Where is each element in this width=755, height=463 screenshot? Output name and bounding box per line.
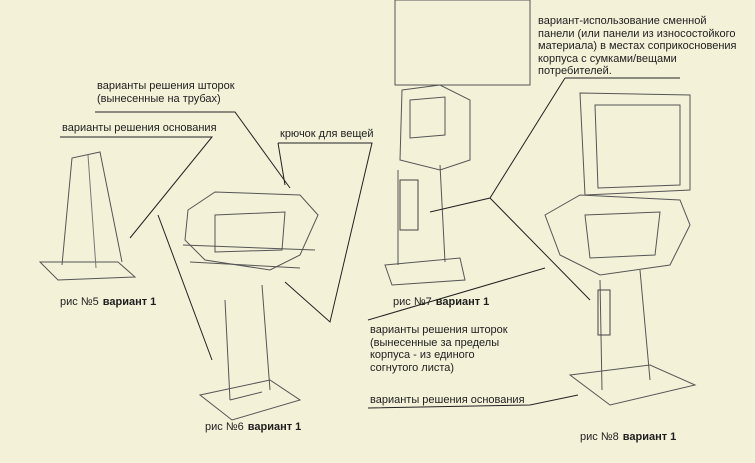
figure-number: рис №6 [205,421,244,433]
note-base-bottom: варианты решения основания [370,394,525,406]
note-shutters-sheet: варианты решения шторок (вынесенные за п… [370,324,508,374]
figure-variant: вариант 1 [622,431,677,443]
kiosk-sketch-fig8 [544,92,697,406]
kiosk-sketch-fig7 [384,0,531,286]
figure-variant: вариант 1 [435,296,490,308]
note-shutters-pipes: варианты решения шторок (вынесенные на т… [97,80,235,105]
note-hook: крючок для вещей [280,128,374,140]
figure-variant: вариант 1 [102,296,157,308]
leader-lines [60,77,680,409]
kiosk-sketch-fig5 [38,151,137,281]
figure-number: рис №7 [393,296,432,308]
kiosk-sketch-fig6 [182,191,319,421]
figure-variant: вариант 1 [247,421,302,433]
note-panel-replacement: вариант-использование сменной панели (ил… [538,15,737,77]
figure-number: рис №5 [60,296,99,308]
note-base-top: варианты решения основания [62,122,217,134]
figure-number: рис №8 [580,431,619,443]
